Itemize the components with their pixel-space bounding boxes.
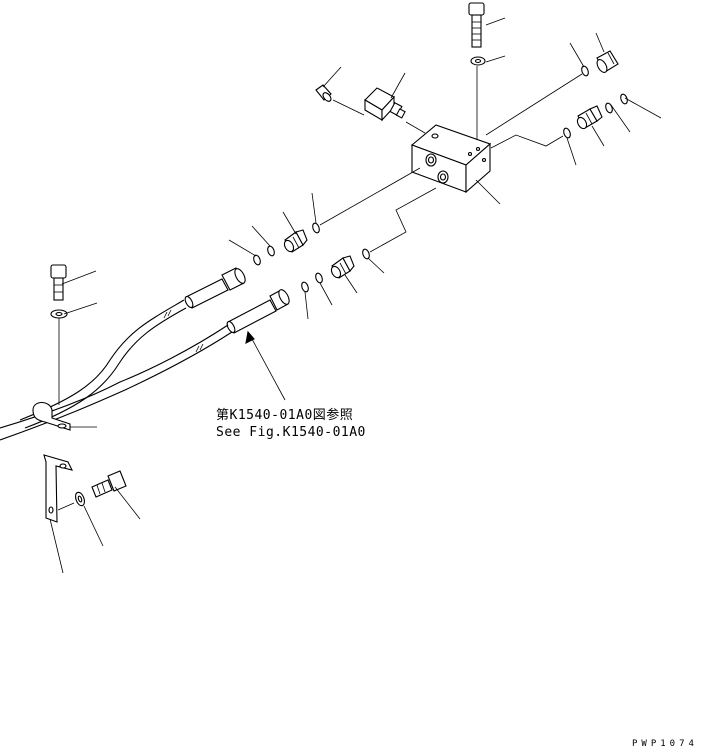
hose-fitting-lower: [226, 289, 290, 334]
fitting-left-lower: [330, 255, 355, 279]
o-ring-top-right: [581, 65, 589, 77]
reference-text-japanese: 第K1540-01A0図参照: [216, 408, 354, 423]
o-ring-left-upper-2: [267, 245, 275, 257]
o-ring-right-3: [620, 93, 628, 105]
fitting-right: [576, 105, 603, 130]
mounting-bracket: [43, 454, 74, 523]
reference-arrow: [245, 330, 286, 401]
bracket-bolt: [91, 470, 127, 498]
clamp-bolt: [50, 264, 67, 301]
pressure-switch: [364, 87, 406, 122]
plug-top-left: [315, 84, 332, 102]
fitting-left-upper: [283, 229, 308, 253]
hose-lines: [0, 299, 233, 441]
o-ring-left-upper-1: [312, 222, 320, 234]
o-ring-left-lower-2: [315, 272, 323, 284]
mounting-bolt-top: [468, 2, 485, 48]
washer-top: [470, 56, 486, 66]
plug-top-right: [596, 50, 619, 73]
valve-block: [410, 124, 492, 194]
o-ring-left-lower-3: [301, 281, 309, 293]
o-ring-right-2: [605, 102, 613, 114]
leader-lines: [49, 17, 662, 574]
o-ring-left-lower-1: [362, 248, 370, 260]
bracket-washer: [74, 491, 86, 507]
hose-clamp: [32, 401, 71, 431]
reference-text-english: See Fig.K1540-01A0: [216, 425, 366, 440]
drawing-code: PWP1074: [632, 739, 698, 749]
o-ring-right-1: [563, 127, 571, 139]
o-ring-left-upper-3: [253, 254, 261, 266]
hose-fitting-upper: [184, 267, 246, 309]
